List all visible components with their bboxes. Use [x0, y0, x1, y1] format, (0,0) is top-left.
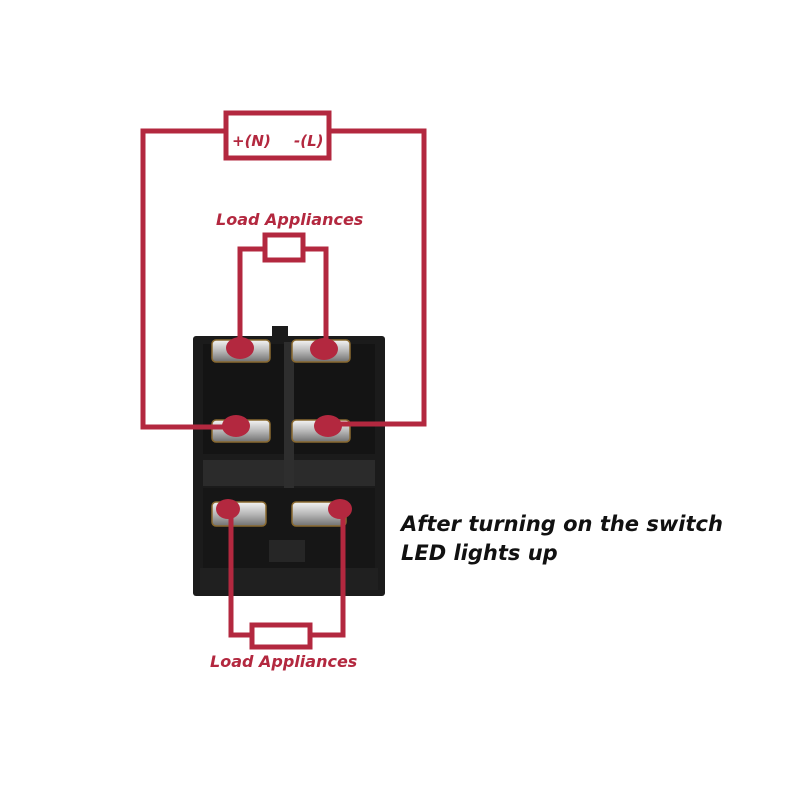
- contact-middle-right: [314, 415, 342, 437]
- wire-load-top-left: [237, 246, 265, 346]
- switch-center-divider: [284, 342, 294, 532]
- contact-dots: [216, 337, 352, 519]
- caption-line-2: LED lights up: [401, 541, 558, 565]
- wire-outer-left: [140, 128, 236, 430]
- contact-middle-left: [222, 415, 250, 437]
- power-source-box: [223, 110, 332, 161]
- caption-line-1: After turning on the switch: [401, 512, 723, 536]
- load-bottom-resistor: [249, 622, 313, 650]
- contact-top-right: [310, 338, 338, 360]
- switch-bottom-edge: [200, 568, 378, 590]
- power-positive-label: +(N): [232, 132, 271, 150]
- caption: After turning on the switch LED lights u…: [401, 510, 723, 568]
- rocker-switch: [193, 326, 385, 596]
- load-top-resistor: [262, 232, 306, 263]
- power-negative-label: -(L): [294, 132, 324, 150]
- switch-bottom-notch: [269, 540, 305, 562]
- wires: [140, 110, 427, 650]
- wire-outer-right: [326, 128, 427, 427]
- contact-bottom-left: [216, 499, 240, 519]
- load-top-label: Load Appliances: [216, 210, 363, 229]
- wire-load-bottom-right: [310, 508, 346, 638]
- wire-load-top-right: [303, 246, 329, 346]
- contact-bottom-right: [328, 499, 352, 519]
- contact-top-left: [226, 337, 254, 359]
- wire-load-bottom-left: [228, 508, 252, 638]
- load-bottom-label: Load Appliances: [210, 652, 357, 671]
